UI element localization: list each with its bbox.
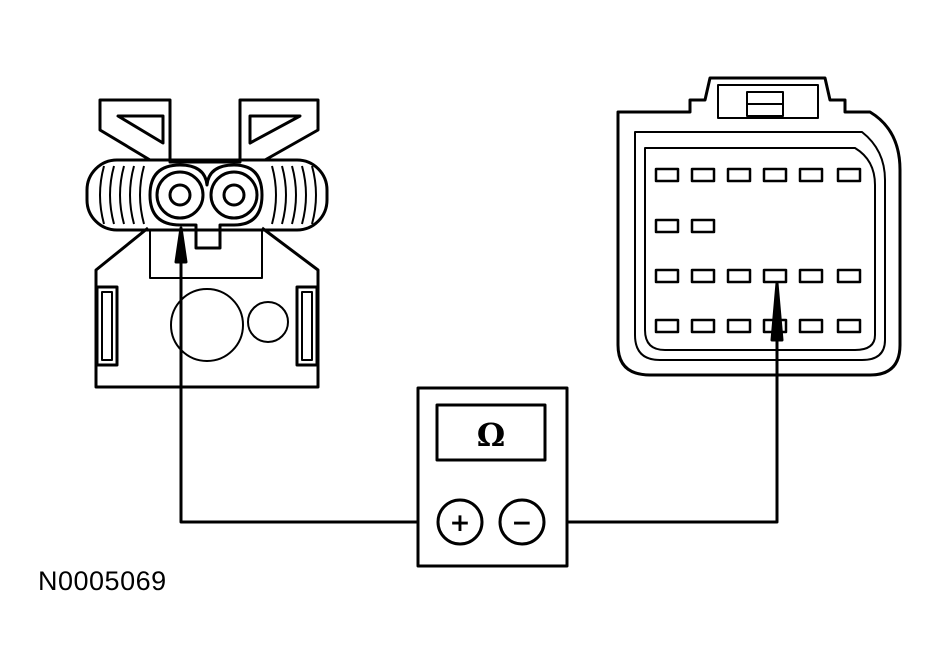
figure-id-label: N0005069: [38, 566, 167, 596]
left-latch-wing-right: [248, 114, 302, 145]
right-cavity: [690, 318, 716, 334]
right-cavity: [798, 318, 824, 334]
left-connector-latch: [98, 98, 320, 164]
right-cavity: [654, 268, 680, 284]
right-connector-face: [644, 147, 876, 351]
right-cavity: [654, 167, 680, 183]
right-cavity-row-3: [654, 268, 862, 284]
ohmmeter: Ω + −: [416, 386, 569, 568]
right-cavity: [726, 167, 752, 183]
right-cavity: [690, 167, 716, 183]
left-side-slot-right: [295, 285, 319, 367]
right-cavity: [798, 268, 824, 284]
left-connector-body: [94, 226, 320, 389]
right-cavity-row-2: [654, 218, 716, 234]
right-cavity: [836, 167, 862, 183]
right-cavity: [836, 268, 862, 284]
right-connector-housing: [616, 76, 902, 377]
right-cavity: [654, 318, 680, 334]
right-cavity-tested: [762, 268, 788, 284]
right-cavity: [836, 318, 862, 334]
right-cavity-row-1: [654, 167, 862, 183]
left-latch-wing-left: [116, 114, 165, 145]
left-pin-2: [222, 183, 246, 207]
right-cavity: [726, 268, 752, 284]
right-cavity: [798, 167, 824, 183]
right-cavity: [690, 268, 716, 284]
negative-probe-tip: [770, 281, 784, 342]
left-cavity-outline: [148, 163, 264, 250]
negative-terminal[interactable]: [498, 498, 546, 546]
negative-lead-wire: [540, 340, 779, 524]
negative-terminal-label: −: [512, 508, 533, 537]
test-leads: [174, 226, 784, 524]
right-cavity: [654, 218, 680, 234]
left-pin-2-outer: [209, 170, 259, 220]
left-side-slot-left: [95, 285, 119, 367]
seal-ribs: [99, 165, 317, 225]
left-boss-small: [247, 301, 289, 343]
positive-terminal[interactable]: [436, 498, 484, 546]
positive-terminal-label: +: [450, 508, 471, 537]
left-side-slot-left-inner: [101, 291, 113, 361]
left-pin-1-outer: [155, 170, 205, 220]
right-cavity: [762, 167, 788, 183]
left-connector: [85, 98, 329, 389]
right-connector-lock-tab: [717, 84, 819, 119]
left-connector-seal-barrel: [85, 158, 329, 232]
left-boss-large: [170, 288, 244, 362]
right-connector: [616, 76, 902, 377]
positive-lead-wire: [179, 258, 440, 524]
ohmmeter-display: [435, 403, 547, 462]
ohm-symbol: Ω: [477, 416, 505, 454]
right-cavity: [690, 218, 716, 234]
left-side-slot-right-inner: [301, 291, 313, 361]
right-cavity: [726, 318, 752, 334]
left-pin-1: [168, 183, 192, 207]
positive-probe-tip: [174, 226, 188, 264]
left-connector-inner-body: [149, 230, 263, 279]
right-connector-shroud: [634, 131, 886, 361]
right-cavity-row-4: [654, 318, 862, 334]
